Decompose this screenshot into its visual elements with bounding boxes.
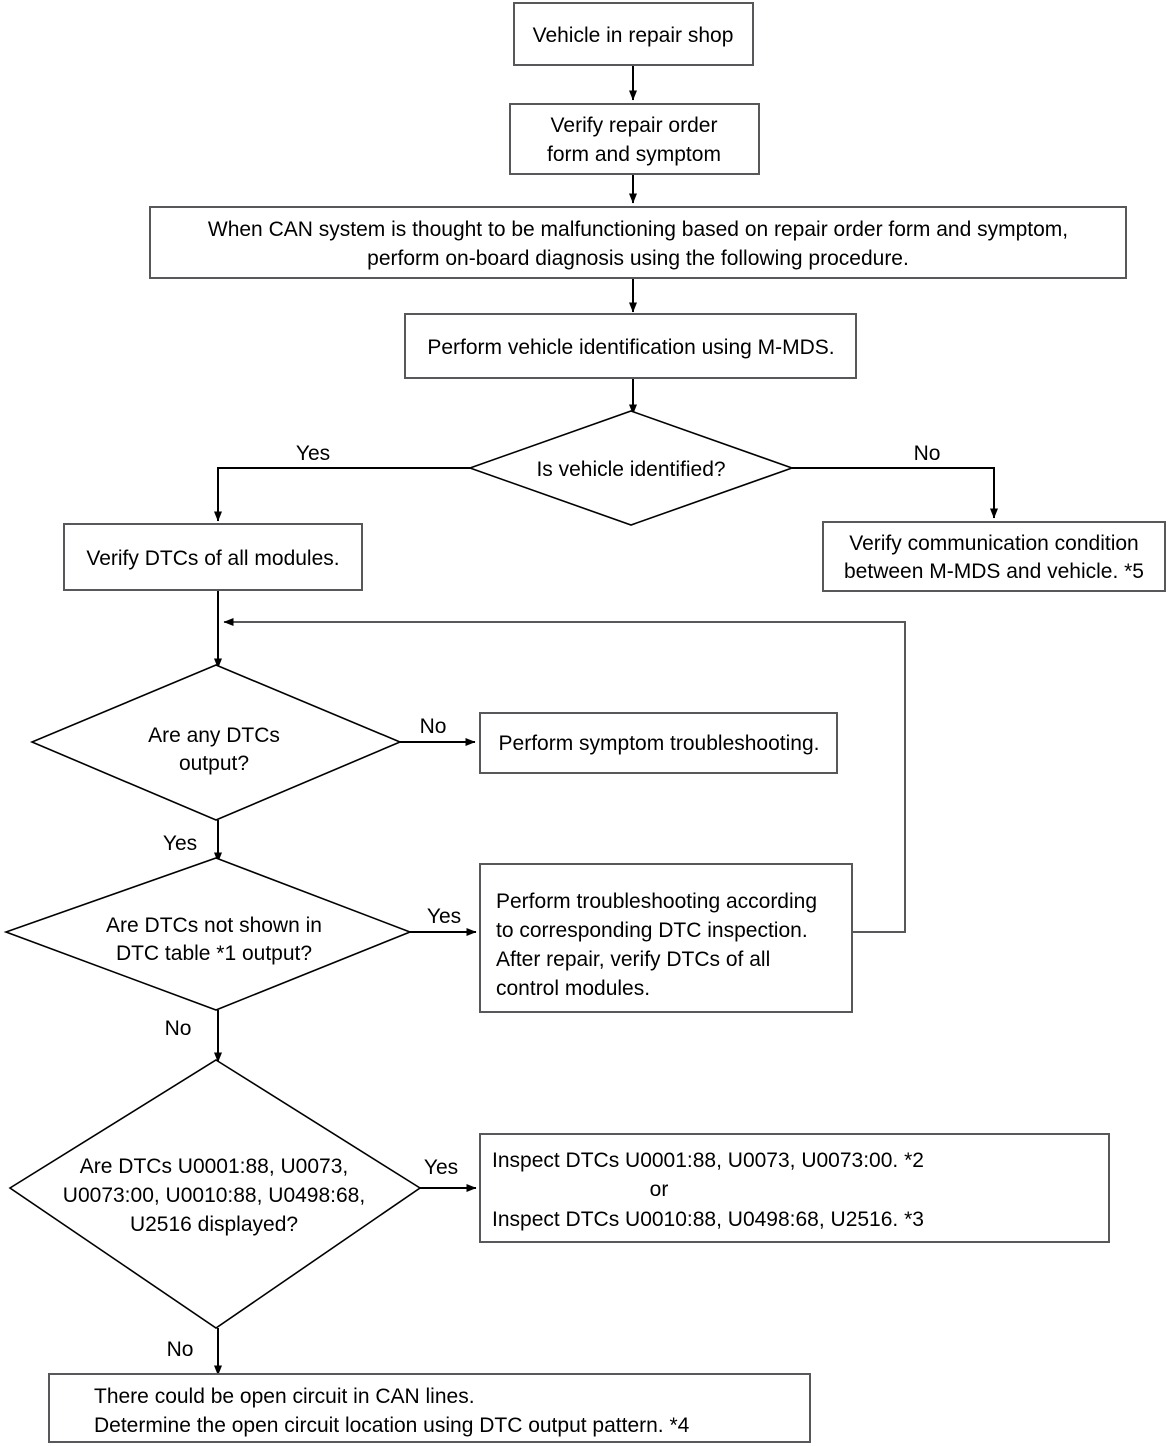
node-text-inspect-dtcs-line3: Inspect DTCs U0010:88, U0498:68, U2516. … bbox=[492, 1208, 924, 1231]
node-text-vehicle-in-shop: Vehicle in repair shop bbox=[533, 24, 734, 47]
node-diamond-any-dtcs-output bbox=[29, 664, 403, 821]
node-text-is-vehicle-identified: Is vehicle identified? bbox=[536, 458, 725, 481]
connector-identified-no bbox=[792, 467, 998, 519]
node-dtcs-not-in-table: Are DTCs not shown in DTC table *1 outpu… bbox=[3, 857, 413, 1011]
node-box-vehicle-in-shop bbox=[513, 2, 754, 66]
node-diamond-dtcs-not-in-table bbox=[3, 857, 413, 1011]
node-text-verify-communication-line1: Verify communication condition bbox=[849, 532, 1138, 555]
node-text-specific-dtcs-line2: U0073:00, U0010:88, U0498:68, bbox=[63, 1184, 365, 1207]
node-vehicle-in-shop: Vehicle in repair shop bbox=[513, 2, 754, 66]
edge-label-specific-dtcs-no: No bbox=[167, 1338, 194, 1361]
node-box-inspect-dtcs bbox=[479, 1133, 1110, 1243]
node-box-verify-repair-order bbox=[509, 103, 760, 175]
node-text-can-note-line1: When CAN system is thought to be malfunc… bbox=[208, 218, 1068, 241]
edge-label-not-in-table-no: No bbox=[165, 1017, 192, 1040]
edge-label-specific-dtcs-yes: Yes bbox=[424, 1156, 458, 1179]
node-verify-communication: Verify communication condition between M… bbox=[822, 521, 1166, 592]
node-text-any-dtcs-output-line1: Are any DTCs bbox=[148, 724, 280, 747]
node-text-open-circuit-line1: There could be open circuit in CAN lines… bbox=[94, 1385, 475, 1408]
node-box-verify-dtcs-all-modules bbox=[63, 523, 363, 591]
node-inspect-dtcs: Inspect DTCs U0001:88, U0073, U0073:00. … bbox=[479, 1133, 1110, 1243]
node-text-dtcs-not-in-table-line1: Are DTCs not shown in bbox=[106, 914, 322, 937]
node-text-inspect-dtcs-line1: Inspect DTCs U0001:88, U0073, U0073:00. … bbox=[492, 1149, 924, 1172]
node-vehicle-identification: Perform vehicle identification using M-M… bbox=[404, 313, 857, 379]
node-text-perform-troubleshooting-line2: to corresponding DTC inspection. bbox=[496, 919, 808, 942]
node-text-vehicle-identification: Perform vehicle identification using M-M… bbox=[427, 336, 834, 359]
node-diamond-specific-dtcs-displayed bbox=[8, 1059, 422, 1329]
node-text-can-note-line2: perform on-board diagnosis using the fol… bbox=[367, 247, 909, 270]
node-text-any-dtcs-output-line2: output? bbox=[179, 752, 249, 775]
node-box-verify-communication bbox=[822, 521, 1166, 592]
edge-label-not-in-table-yes: Yes bbox=[427, 905, 461, 928]
node-can-malfunction-note: When CAN system is thought to be malfunc… bbox=[149, 206, 1127, 279]
node-verify-repair-order: Verify repair order form and symptom bbox=[509, 103, 760, 175]
node-specific-dtcs-displayed: Are DTCs U0001:88, U0073, U0073:00, U001… bbox=[8, 1059, 422, 1329]
node-is-vehicle-identified: Is vehicle identified? bbox=[467, 410, 795, 526]
node-box-perform-troubleshooting bbox=[479, 863, 853, 1013]
node-symptom-troubleshooting: Perform symptom troubleshooting. bbox=[479, 712, 838, 774]
edge-label-identified-no: No bbox=[914, 442, 941, 465]
connector-feedback-loop bbox=[223, 618, 906, 933]
node-open-circuit: There could be open circuit in CAN lines… bbox=[48, 1373, 811, 1443]
node-text-dtcs-not-in-table-line2: DTC table *1 output? bbox=[116, 942, 312, 965]
node-any-dtcs-output: Are any DTCs output? bbox=[29, 664, 403, 821]
node-verify-dtcs-all-modules: Verify DTCs of all modules. bbox=[63, 523, 363, 591]
node-text-specific-dtcs-line3: U2516 displayed? bbox=[130, 1213, 298, 1236]
node-text-perform-troubleshooting-line4: control modules. bbox=[496, 977, 650, 1000]
node-box-open-circuit bbox=[48, 1373, 811, 1443]
edge-label-identified-yes: Yes bbox=[296, 442, 330, 465]
node-text-perform-troubleshooting-line3: After repair, verify DTCs of all bbox=[496, 948, 770, 971]
node-text-specific-dtcs-line1: Are DTCs U0001:88, U0073, bbox=[80, 1155, 348, 1178]
node-box-vehicle-identification bbox=[404, 313, 857, 379]
node-box-symptom-troubleshooting bbox=[479, 712, 838, 774]
node-text-open-circuit-line2: Determine the open circuit location usin… bbox=[94, 1414, 690, 1437]
node-text-symptom-troubleshooting: Perform symptom troubleshooting. bbox=[499, 732, 820, 755]
connector-identified-yes bbox=[214, 467, 470, 522]
node-text-verify-dtcs-all-modules: Verify DTCs of all modules. bbox=[86, 547, 339, 570]
edge-label-any-dtcs-no: No bbox=[420, 715, 447, 738]
node-text-perform-troubleshooting-line1: Perform troubleshooting according bbox=[496, 890, 817, 913]
node-text-inspect-dtcs-or: or bbox=[650, 1178, 669, 1201]
node-diamond-is-vehicle-identified bbox=[467, 410, 795, 526]
node-box-can-malfunction-note bbox=[149, 206, 1127, 279]
node-text-verify-repair-order-line1: Verify repair order bbox=[551, 114, 718, 137]
node-text-verify-repair-order-line2: form and symptom bbox=[547, 143, 721, 166]
node-text-verify-communication-line2: between M-MDS and vehicle. *5 bbox=[844, 560, 1144, 583]
node-perform-troubleshooting: Perform troubleshooting according to cor… bbox=[479, 863, 853, 1013]
edge-label-any-dtcs-yes: Yes bbox=[163, 832, 197, 855]
